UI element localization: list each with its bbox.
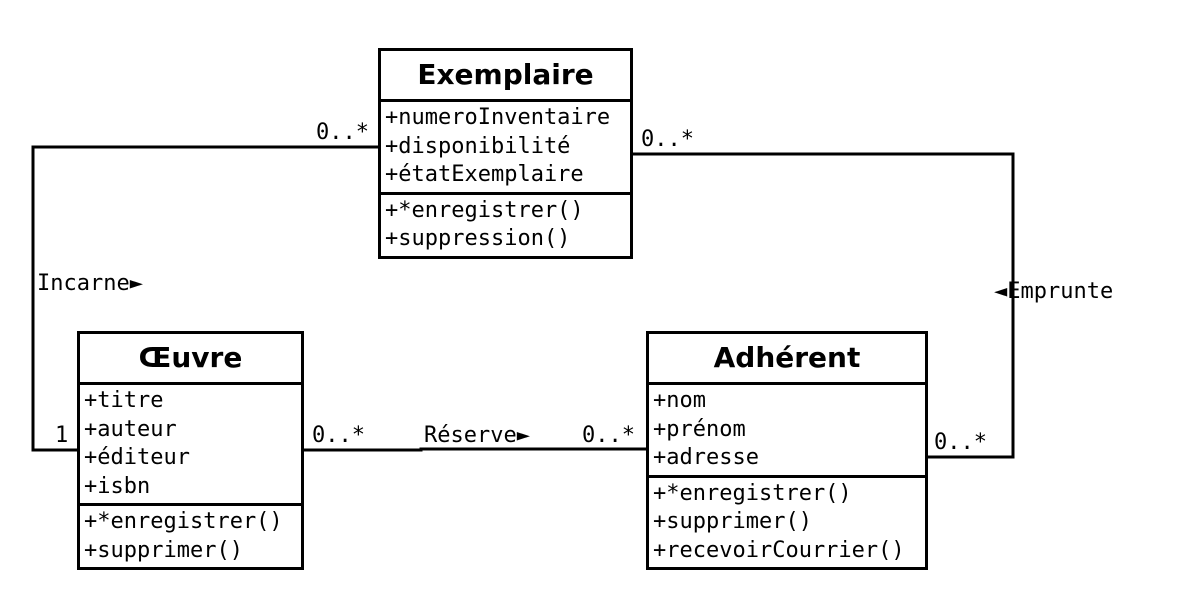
association-label-reserve: Réserve► [424,423,530,448]
attribute: +titre [84,388,164,413]
multiplicity-reserve-adherent: 0..* [582,423,635,448]
method: +suppression() [385,226,571,251]
multiplicity-reserve-oeuvre: 0..* [312,423,365,448]
multiplicity-incarne-oeuvre: 1 [55,423,69,448]
class-name-oeuvre: Œuvre [80,334,301,385]
attribute: +disponibilité [385,133,571,159]
class-methods-adherent: +*enregistrer() +supprimer() +recevoirCo… [649,478,925,568]
class-methods-oeuvre: +*enregistrer() +supprimer() [80,506,301,567]
association-label-emprunte: ◄Emprunte [994,279,1114,304]
class-attributes-exemplaire: +numeroInventaire +disponibilité +étatEx… [381,102,630,195]
attribute: +éditeur [84,445,190,470]
class-exemplaire[interactable]: Exemplaire +numeroInventaire +disponibil… [378,48,633,259]
association-line-reserve [303,447,647,452]
class-name-exemplaire: Exemplaire [381,51,630,102]
class-oeuvre[interactable]: Œuvre +titre +auteur +éditeur +isbn +*en… [77,331,304,570]
multiplicity-incarne-exemplaire: 0..* [316,120,369,145]
method: +*enregistrer() [385,197,584,223]
attribute: +numeroInventaire [385,105,611,130]
class-adherent[interactable]: Adhérent +nom +prénom +adresse +*enregis… [646,331,928,570]
method: +*enregistrer() [84,509,283,534]
attribute: +prénom [653,416,746,442]
association-line-incarne [31,145,378,452]
association-line-emprunte [632,152,1015,459]
class-attributes-oeuvre: +titre +auteur +éditeur +isbn [80,385,301,506]
method: +*enregistrer() [653,480,852,506]
attribute: +adresse [653,445,759,470]
method: +supprimer() [84,537,243,563]
method: +supprimer() [653,509,812,534]
attribute: +étatExemplaire [385,162,584,187]
association-label-incarne: Incarne► [37,271,143,296]
attribute: +auteur [84,416,177,442]
multiplicity-emprunte-exemplaire: 0..* [641,127,694,152]
method: +recevoirCourrier() [653,537,905,563]
class-name-adherent: Adhérent [649,334,925,385]
attribute: +nom [653,388,706,413]
class-methods-exemplaire: +*enregistrer() +suppression() [381,195,630,256]
multiplicity-emprunte-adherent: 0..* [934,430,987,455]
attribute: +isbn [84,473,151,499]
class-attributes-adherent: +nom +prénom +adresse [649,385,925,478]
